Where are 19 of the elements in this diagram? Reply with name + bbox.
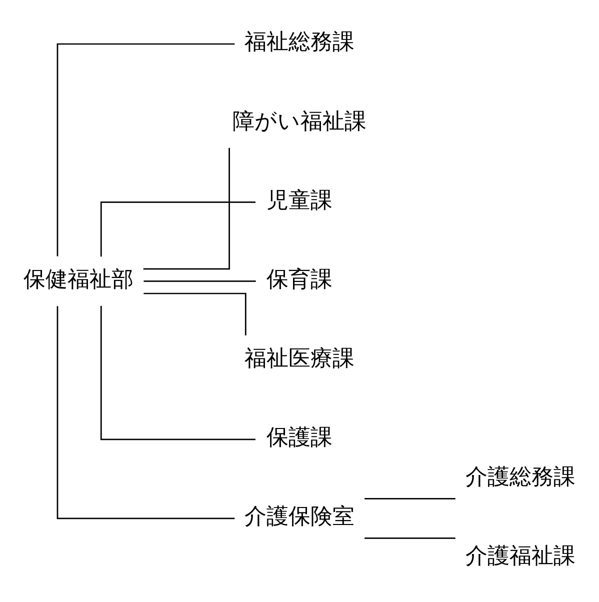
connector [56, 306, 235, 520]
node-text: 福祉総務課 [244, 30, 354, 56]
node-text: 保護課 [266, 426, 332, 451]
node-text: 児童課 [266, 188, 332, 214]
connector [364, 498, 456, 500]
node-text: 介護福祉課 [465, 544, 576, 570]
connector [364, 538, 456, 539]
connector [56, 43, 235, 256]
node-text: 保健福祉部 [24, 267, 134, 292]
connector [100, 306, 256, 440]
node-text: 障がい福祉課 [232, 109, 366, 134]
connector [143, 148, 230, 270]
connector [144, 292, 246, 336]
connector [100, 201, 256, 257]
node-text: 保育課 [266, 267, 332, 292]
node-text: 福祉医療課 [244, 346, 354, 372]
node-text: 介護総務課 [465, 465, 576, 490]
node-text: 介護保険室 [244, 504, 354, 530]
connector [144, 280, 256, 282]
